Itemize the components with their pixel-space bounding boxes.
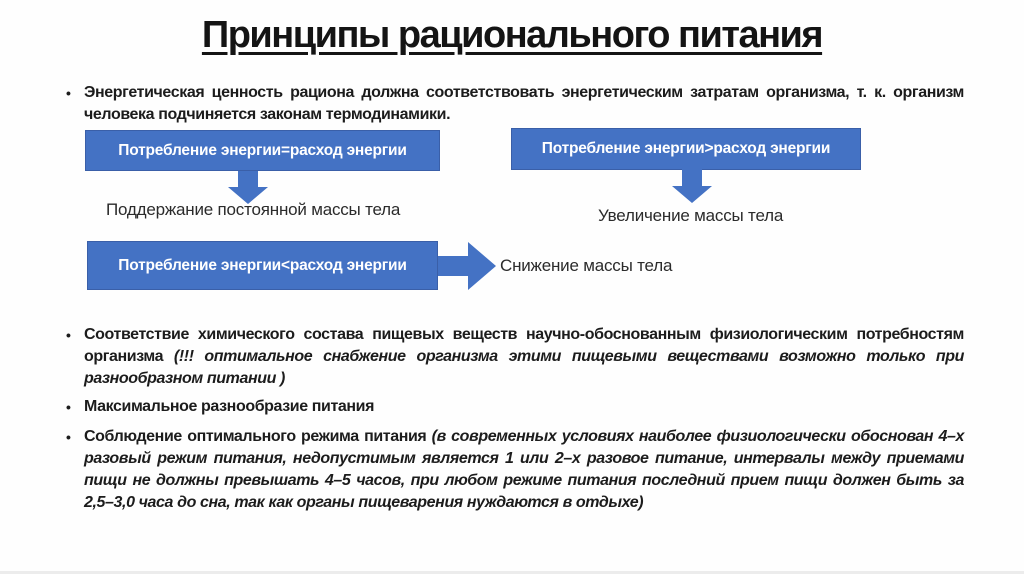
bullet-variety: Максимальное разнообразие питания — [62, 396, 964, 418]
bullet-text: Соответствие химического состава пищевых… — [84, 326, 964, 365]
box-energy-greater: Потребление энергии>расход энергии — [511, 128, 861, 170]
slide-bottom-edge — [0, 571, 1024, 574]
box-energy-equal: Потребление энергии=расход энергии — [85, 130, 440, 171]
box-energy-less: Потребление энергии<расход энергии — [87, 241, 438, 290]
bullet-chemical-composition: Соответствие химического состава пищевых… — [62, 324, 964, 390]
bullet-text: Соблюдение оптимального режима питания — [84, 428, 432, 445]
bullet-text-italic: (!!! оптимальное снабжение организма эти… — [84, 348, 964, 387]
page-title: Принципы рационального питания — [201, 14, 824, 56]
label-decrease-weight: Снижение массы тела — [500, 256, 673, 275]
bullet-meal-schedule: Соблюдение оптимального режима питания (… — [62, 426, 964, 514]
down-arrow-icon — [672, 169, 712, 203]
right-arrow-icon — [438, 242, 496, 290]
label-increase-weight: Увеличение массы тела — [598, 206, 784, 225]
down-arrow-icon — [228, 171, 268, 204]
bullet-text-italic: (в современных условиях наиболее физиоло… — [84, 428, 964, 511]
bullet-text: Максимальное разнообразие питания — [84, 398, 375, 415]
label-maintain-weight: Поддержание постоянной массы тела — [106, 200, 401, 219]
bullet-text: Энергетическая ценность рациона должна с… — [84, 84, 964, 123]
bullet-energy-balance: Энергетическая ценность рациона должна с… — [62, 82, 964, 126]
